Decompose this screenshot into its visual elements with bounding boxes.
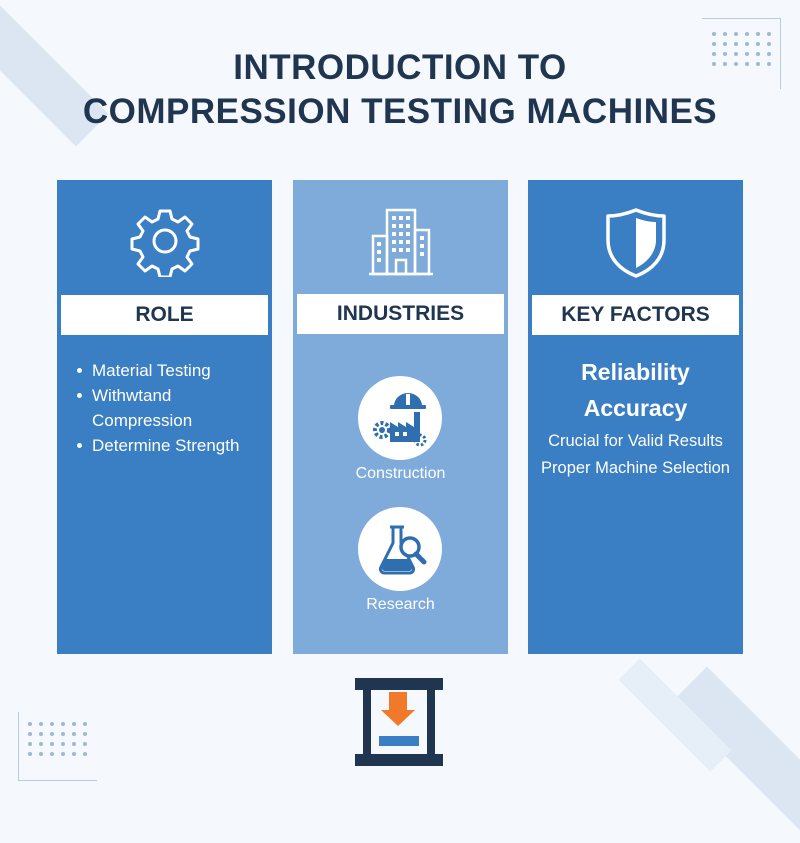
factor-accuracy: Accuracy [583,395,688,421]
key-factors-card: KEY FACTORS Reliability Accuracy Crucial… [528,180,743,654]
role-card: ROLE Material Testing Withwtand Compress… [57,180,272,654]
list-item: Material Testing [75,358,267,383]
title-line-1: INTRODUCTION TO [233,48,567,87]
title-line-2: COMPRESSION TESTING MACHINES [82,92,718,131]
industries-card: INDUSTRIES Construction Research [293,180,508,654]
list-item: Withwtand Compression [75,383,267,433]
factor-reliability: Reliability [581,359,690,385]
construction-icon [358,376,442,460]
decor-frame-bottom-left [18,712,97,781]
page-title: INTRODUCTION TO COMPRESSION TESTING MACH… [0,46,800,134]
decor-frame-top-right [702,18,781,89]
decor-dots-bottom-left [28,722,88,756]
building-icon [293,206,508,278]
factor-note-machine-selection: Proper Machine Selection [541,459,730,477]
decor-dots-top-right [712,32,772,66]
construction-label: Construction [355,465,446,482]
decor-stripe-bottom-right [671,666,800,843]
gear-icon [57,205,272,277]
research-label: Research [366,596,435,613]
role-bullet-list: Material Testing Withwtand Compression D… [75,358,267,458]
shield-icon [528,204,743,280]
industries-label: INDUSTRIES [297,294,504,334]
key-factors-label: KEY FACTORS [532,295,739,335]
research-icon [358,507,442,591]
compression-press-icon [355,678,443,773]
factor-note-valid-results: Crucial for Valid Results [548,432,723,450]
list-item: Determine Strength [75,433,267,458]
role-label: ROLE [61,295,268,335]
